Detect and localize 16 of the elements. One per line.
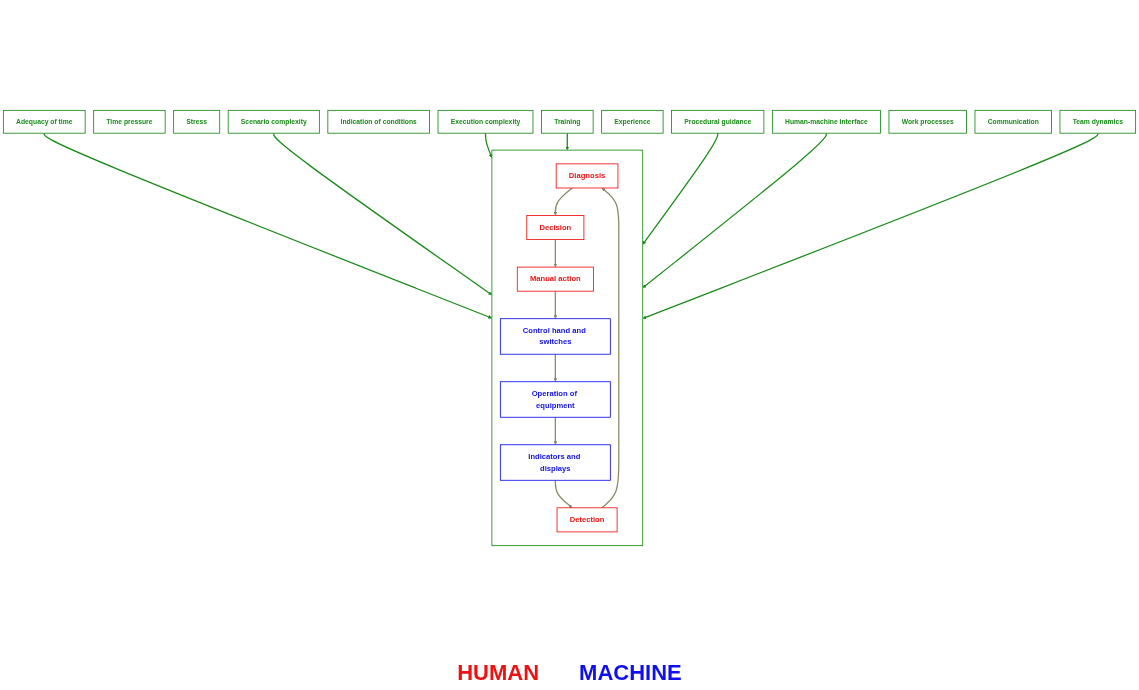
arrow xyxy=(642,132,828,289)
arrow xyxy=(601,187,620,509)
arrow xyxy=(642,132,719,245)
cluster xyxy=(491,149,644,547)
arrow xyxy=(554,479,573,508)
layer-label: HUMAN xyxy=(457,660,540,686)
arrow xyxy=(273,132,493,296)
arrow xyxy=(553,187,573,216)
arrow xyxy=(553,238,558,268)
arrow xyxy=(553,416,558,445)
layer-label: MACHINE xyxy=(579,660,682,686)
arrow xyxy=(553,353,558,382)
arrow xyxy=(642,132,1099,320)
arrow xyxy=(553,290,558,319)
arrow xyxy=(484,132,493,158)
arrow xyxy=(43,132,493,319)
